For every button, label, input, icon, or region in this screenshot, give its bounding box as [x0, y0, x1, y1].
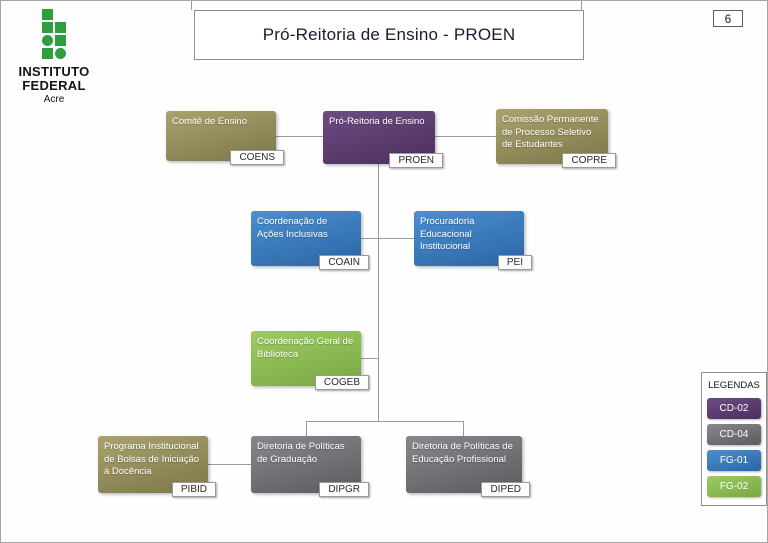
legend-item-cd02: CD-02: [707, 398, 761, 419]
legend-item-cd04: CD-04: [707, 424, 761, 445]
org-node-label: Programa Institucional de Bolsas de Inic…: [104, 441, 200, 478]
org-node-tag: COGEB: [314, 375, 369, 390]
ifac-logo: INSTITUTO FEDERAL Acre: [7, 9, 101, 105]
legend-title: LEGENDAS: [708, 380, 760, 391]
org-node-diped: Diretoria de Políticas de Educação Profi…: [406, 436, 530, 497]
org-node-label: Comitê de Ensino: [172, 116, 247, 127]
connector-line: [208, 464, 251, 465]
org-node-tag: COPRE: [562, 153, 616, 168]
connector-line: [581, 1, 582, 10]
legend-item-fg02: FG-02: [707, 476, 761, 497]
legend-box: LEGENDAS CD-02 CD-04 FG-01 FG-02: [701, 372, 767, 506]
org-node-pibid: Programa Institucional de Bolsas de Inic…: [98, 436, 216, 497]
connector-line: [435, 136, 496, 137]
logo-text-campus: Acre: [43, 94, 65, 106]
connector-line: [306, 421, 464, 422]
connector-line: [191, 1, 192, 10]
connector-line: [306, 421, 307, 436]
connector-line: [361, 358, 379, 359]
org-node-tag: PROEN: [389, 153, 443, 168]
org-node-dipgr: Diretoria de Políticas de Graduação DIPG…: [251, 436, 369, 497]
org-node-label: Procuradoria Educacional Institucional: [420, 216, 475, 253]
org-node-tag: PIBID: [171, 482, 216, 497]
org-node-cogeb: Coordenação Geral de Biblioteca COGEB: [251, 331, 369, 390]
connector-line: [463, 421, 464, 436]
org-node-label: Diretoria de Políticas de Educação Profi…: [412, 441, 513, 465]
page-number: 6: [713, 10, 743, 27]
org-node-tag: COENS: [230, 150, 284, 165]
org-node-label: Comissão Permanente de Processo Seletivo…: [502, 114, 599, 151]
logo-text-instituto: INSTITUTO: [18, 64, 90, 79]
logo-text-federal: FEDERAL: [22, 77, 86, 93]
org-node-tag: DIPED: [481, 482, 530, 497]
org-node-label: Coordenação Geral de Biblioteca: [257, 336, 354, 360]
org-node-proen: Pró-Reitoria de Ensino PROEN: [323, 111, 443, 168]
legend-item-fg01: FG-01: [707, 450, 761, 471]
org-node-label: Pró-Reitoria de Ensino: [329, 116, 425, 127]
connector-line: [378, 164, 379, 422]
connector-line: [276, 136, 323, 137]
org-node-tag: DIPGR: [319, 482, 369, 497]
org-node-tag: PEI: [497, 255, 532, 270]
org-node-coens: Comitê de Ensino COENS: [166, 111, 284, 165]
org-node-tag: COAIN: [319, 255, 369, 270]
ifac-logo-icon: [7, 9, 101, 59]
org-node-coain: Coordenação de Ações Inclusivas COAIN: [251, 211, 369, 270]
page-title: Pró-Reitoria de Ensino - PROEN: [194, 10, 584, 60]
org-node-label: Coordenação de Ações Inclusivas: [257, 216, 328, 240]
org-node-pei: Procuradoria Educacional Institucional P…: [414, 211, 532, 270]
org-node-label: Diretoria de Políticas de Graduação: [257, 441, 345, 465]
connector-line: [361, 238, 414, 239]
org-node-copre: Comissão Permanente de Processo Seletivo…: [496, 109, 616, 168]
